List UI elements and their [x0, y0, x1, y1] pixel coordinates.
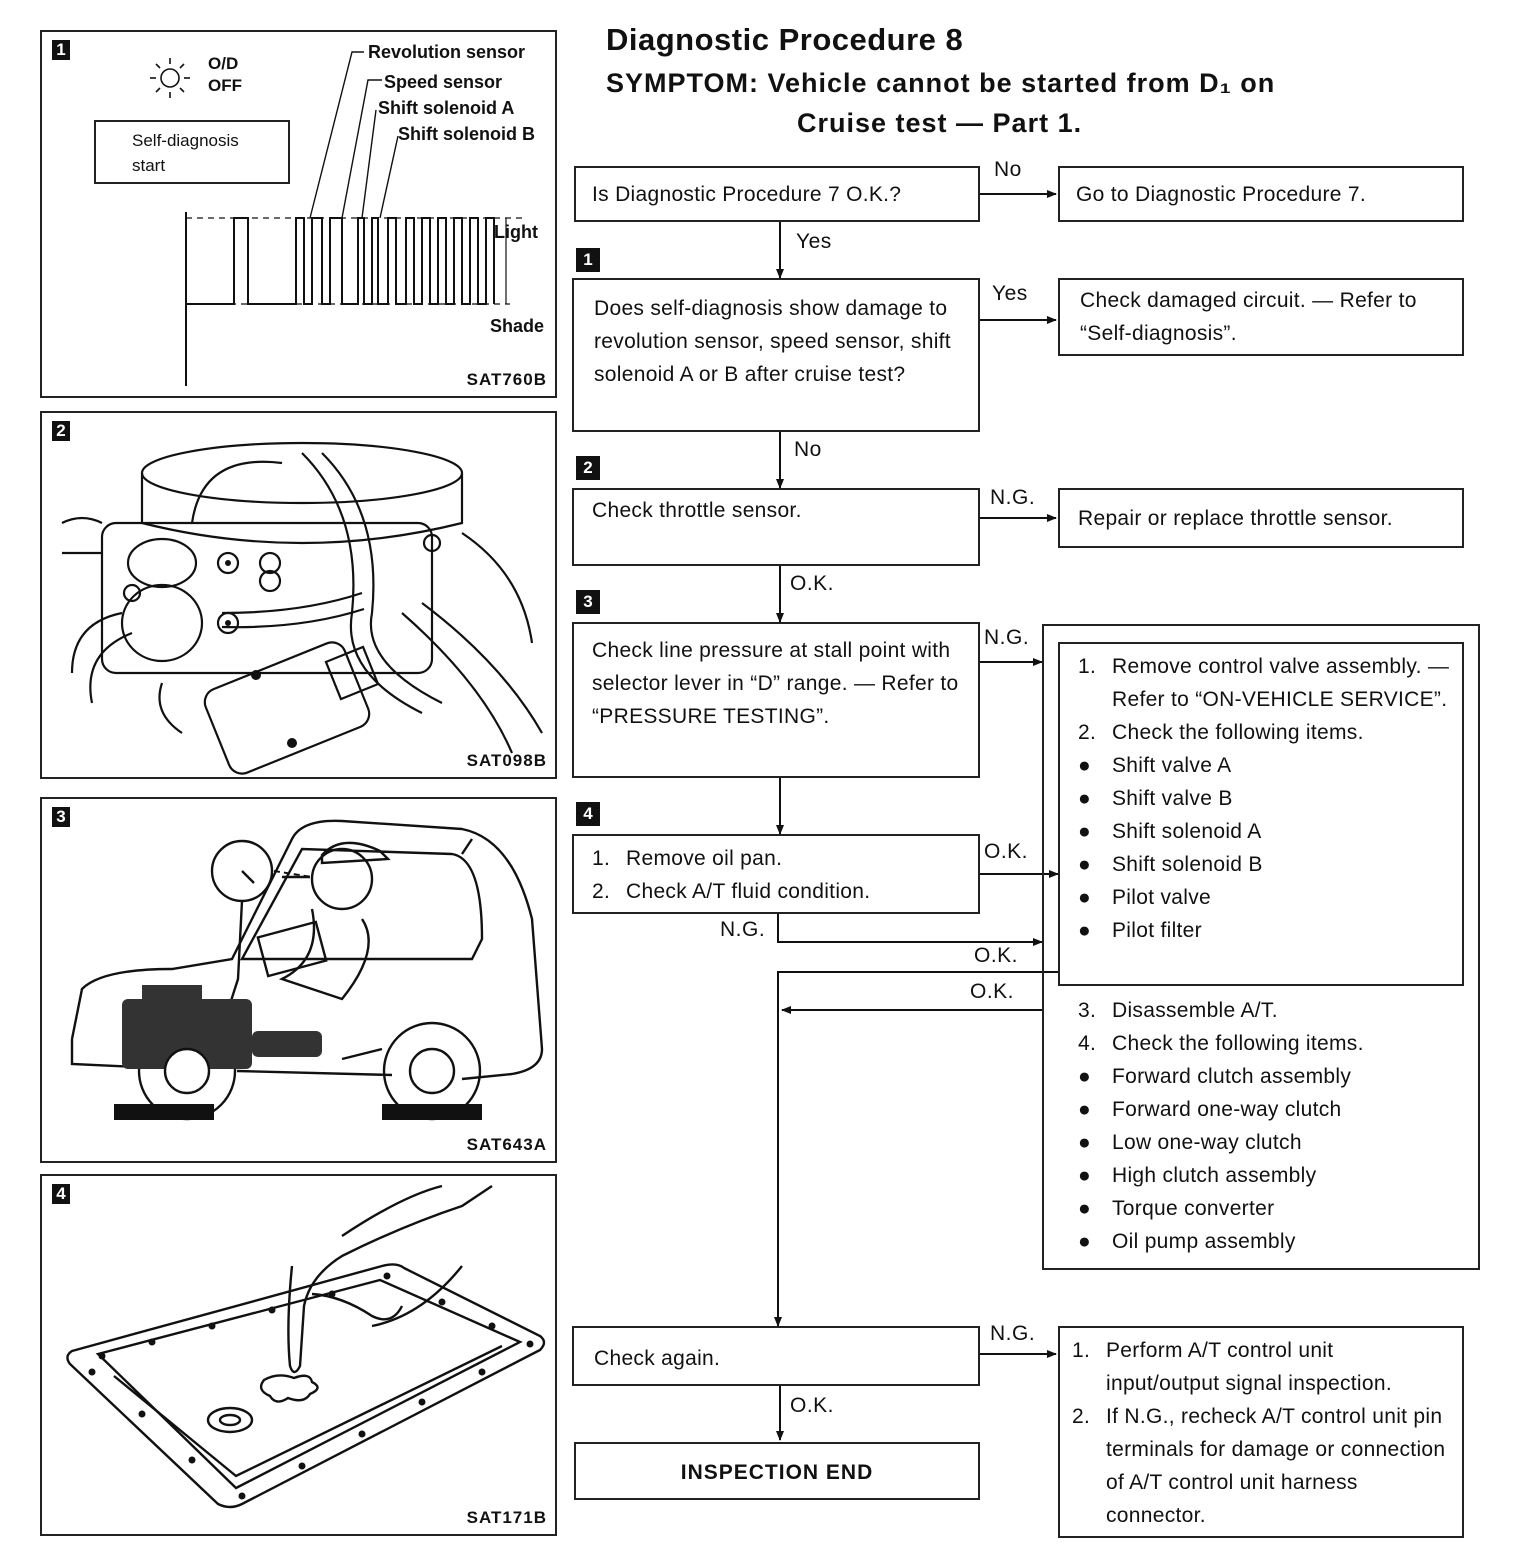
action-box-control-unit-inspection: 1.Perform A/T control unit input/output … [1058, 1326, 1464, 1538]
step-badge-3: 3 [576, 590, 600, 614]
label-ok: O.K. [974, 944, 1019, 967]
label-no: No [794, 438, 822, 461]
shift-solenoid-a-label: Shift solenoid A [378, 98, 515, 118]
check-item: Forward clutch assembly [1112, 1065, 1352, 1088]
symptom-line-1: SYMPTOM: Vehicle cannot be started from … [606, 68, 1276, 98]
inspection-end-box: INSPECTION END [574, 1442, 980, 1500]
oil-pan-illustration [66, 1184, 546, 1509]
check-item: Shift solenoid A [1112, 820, 1262, 843]
procedure-step: Perform A/T control unit input/output si… [1106, 1339, 1392, 1395]
label-ok: O.K. [790, 1394, 835, 1417]
panel-number-badge: 1 [52, 40, 70, 60]
car-pressure-gauge-illustration [70, 819, 544, 1121]
question-box-procedure-7: Is Diagnostic Procedure 7 O.K.? [574, 166, 980, 222]
procedure-step: Disassemble A/T. [1112, 999, 1278, 1022]
check-item: Oil pump assembly [1112, 1230, 1296, 1253]
od-off-indicator-icon [150, 58, 190, 98]
check-item: Shift valve B [1112, 787, 1233, 810]
check-item: Pilot valve [1112, 886, 1212, 909]
check-item: Forward one-way clutch [1112, 1098, 1342, 1121]
self-diagnosis-waveform [150, 51, 522, 386]
procedure-step: Remove control valve assembly. — Refer t… [1112, 655, 1450, 711]
question-box-oil-pan: 1.Remove oil pan. 2.Check A/T fluid cond… [572, 834, 980, 914]
off-label: OFF [208, 76, 242, 95]
label-no: No [994, 158, 1022, 181]
label-ng: N.G. [990, 1322, 1036, 1345]
label-ng: N.G. [984, 626, 1030, 649]
speed-sensor-label: Speed sensor [384, 72, 503, 92]
panel-number-badge: 4 [52, 1184, 70, 1204]
figure-code: SAT643A [466, 1135, 547, 1154]
throttle-body-illustration [61, 441, 543, 775]
figure-code: SAT760B [466, 370, 547, 389]
question-box-check-again: Check again. [572, 1326, 980, 1386]
label-yes: Yes [992, 282, 1028, 305]
light-label: Light [494, 222, 538, 242]
action-box-repair-throttle-sensor: Repair or replace throttle sensor. [1058, 488, 1464, 548]
step-text: Remove oil pan. [626, 847, 783, 870]
figure-panel-1: 1 O/D OFF Self-diagnosis start Revolutio… [40, 30, 557, 398]
label-ok: O.K. [790, 572, 835, 595]
check-item: Torque converter [1112, 1197, 1275, 1220]
od-label: O/D [208, 54, 239, 73]
question-box-throttle-sensor: Check throttle sensor. [572, 488, 980, 566]
control-valve-procedure: 1.Remove control valve assembly. — Refer… [1078, 650, 1458, 947]
label-ok: O.K. [970, 980, 1015, 1003]
step-badge-1: 1 [576, 248, 600, 272]
self-diagnosis-start-box: Self-diagnosis start [94, 120, 290, 184]
step-text: Check A/T fluid condition. [626, 880, 871, 903]
inner-procedure-box [1058, 642, 1464, 986]
question-box-self-diagnosis: Does self-diagnosis show damage to revol… [572, 278, 980, 432]
label-ok: O.K. [984, 840, 1029, 863]
figure-panel-4: 4 SAT171B [40, 1174, 557, 1536]
check-item: High clutch assembly [1112, 1164, 1317, 1187]
figure-panel-3: 3 [40, 797, 557, 1163]
page-title: Diagnostic Procedure 8 [606, 22, 964, 57]
question-box-line-pressure: Check line pressure at stall point with … [572, 622, 980, 778]
procedure-step: Check the following items. [1112, 721, 1364, 744]
revolution-sensor-label: Revolution sensor [368, 42, 526, 62]
figure-code: SAT171B [466, 1508, 547, 1527]
procedure-step: Check the following items. [1112, 1032, 1364, 1055]
action-box-check-damaged-circuit: Check damaged circuit. — Refer to “Self-… [1058, 278, 1464, 356]
check-item: Shift solenoid B [1112, 853, 1263, 876]
procedure-step: If N.G., recheck A/T control unit pin te… [1106, 1405, 1446, 1527]
label-ng: N.G. [990, 486, 1036, 509]
step-badge-4: 4 [576, 802, 600, 826]
figure-code: SAT098B [466, 751, 547, 770]
figure-panel-2: 2 [40, 411, 557, 779]
action-box-go-to-procedure-7: Go to Diagnostic Procedure 7. [1058, 166, 1464, 222]
label-yes: Yes [796, 230, 832, 253]
panel-number-badge: 3 [52, 807, 70, 827]
disassemble-procedure: 3.Disassemble A/T. 4.Check the following… [1078, 994, 1468, 1258]
symptom-line-2: Cruise test — Part 1. [797, 108, 1083, 138]
label-ng: N.G. [720, 918, 766, 941]
check-item: Low one-way clutch [1112, 1131, 1302, 1154]
outer-procedure-box [1042, 624, 1480, 1270]
shade-label: Shade [490, 316, 545, 336]
check-item: Shift valve A [1112, 754, 1232, 777]
panel-number-badge: 2 [52, 421, 70, 441]
check-item: Pilot filter [1112, 919, 1202, 942]
step-badge-2: 2 [576, 456, 600, 480]
shift-solenoid-b-label: Shift solenoid B [398, 124, 535, 144]
